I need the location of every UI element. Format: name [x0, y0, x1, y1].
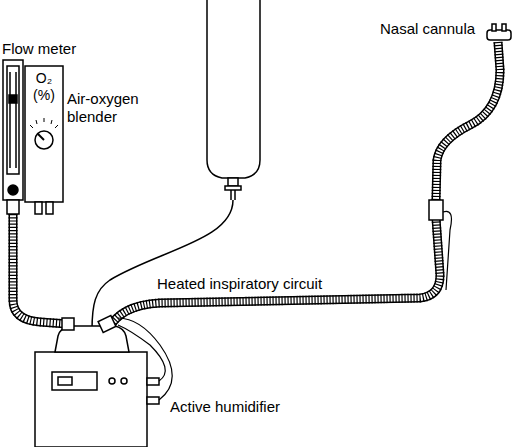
flow-meter: [3, 60, 23, 214]
supply-hose: [13, 214, 68, 324]
nasal-cannula: [487, 24, 511, 40]
part-label: Flow meter: [2, 40, 102, 58]
blender-scale-label: O₂ (%): [27, 70, 61, 104]
active-humidifier: [35, 316, 172, 447]
part-label: Heated inspiratory circuit: [157, 275, 397, 293]
part-label: Active humidifier: [170, 398, 330, 416]
heated-circuit: [108, 42, 500, 330]
air-oxygen-blender: [25, 66, 63, 214]
part-label: Nasal cannula: [380, 20, 510, 38]
part-label: Air-oxygen blender: [67, 90, 147, 126]
